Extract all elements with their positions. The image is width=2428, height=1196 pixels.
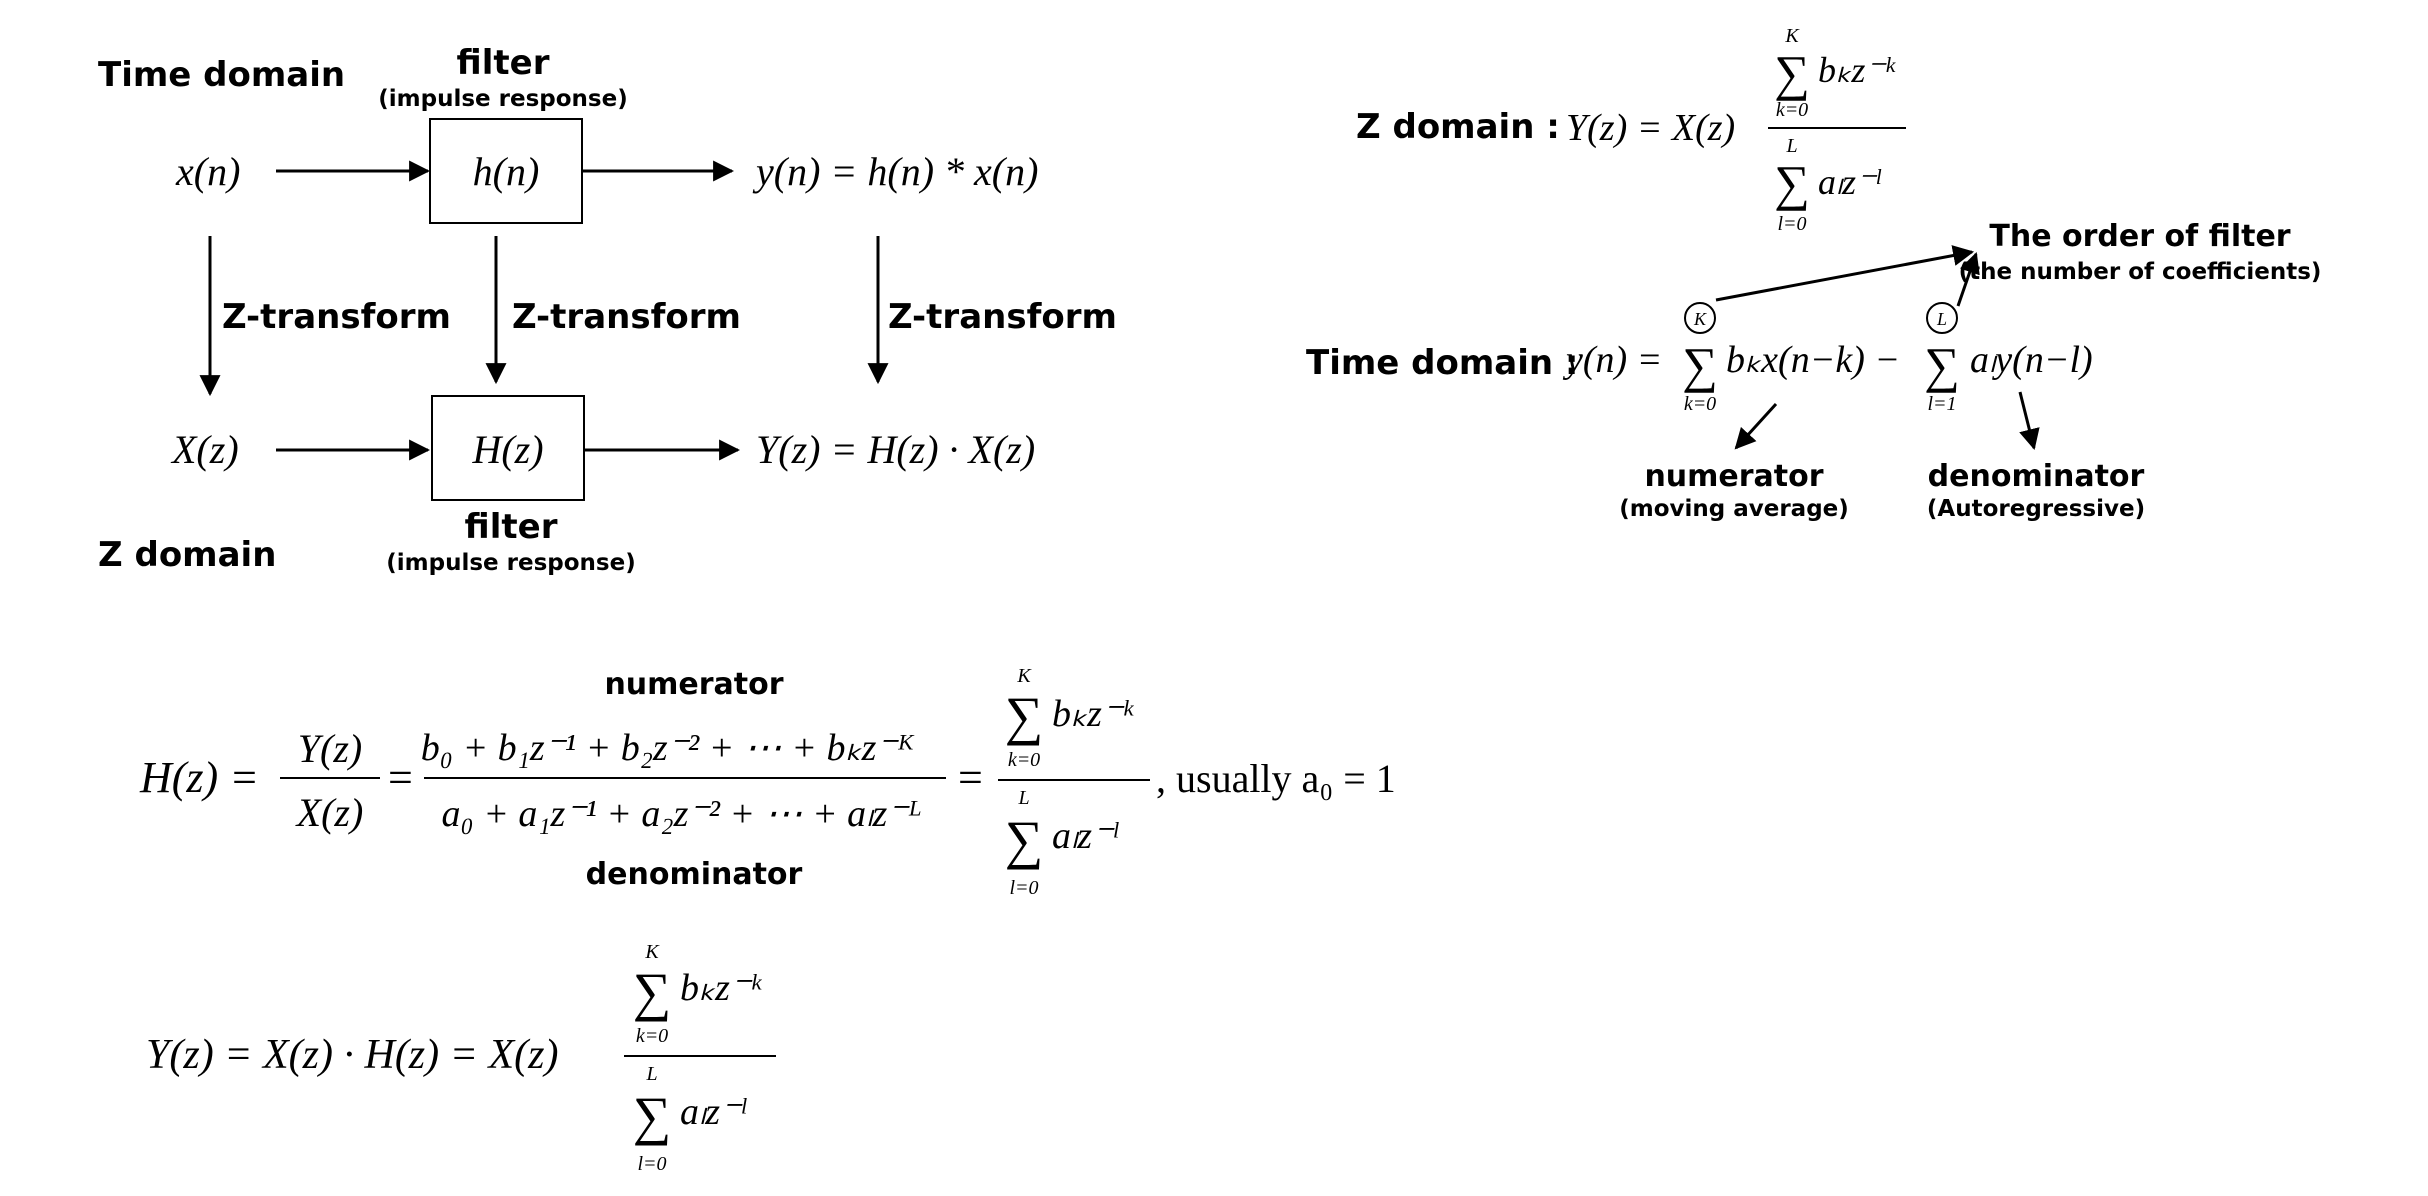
numerator-label-bottom: numerator: [604, 667, 783, 702]
yz-frac-den-term: aₗz⁻ˡ: [680, 1091, 747, 1133]
hz-lhs: H(z) =: [139, 753, 259, 802]
yz-frac-l0: l=0: [637, 1153, 666, 1175]
hz-frac3-den-term: aₗz⁻ˡ: [1052, 815, 1119, 857]
time-domain-label: Time domain: [98, 55, 345, 95]
time-domain-colon-label: Time domain :: [1306, 343, 1579, 383]
zdomain-num-k0: k=0: [1776, 99, 1808, 121]
zdomain-den-l0: l=0: [1777, 213, 1806, 235]
filter-label-top: filter: [457, 43, 550, 83]
yz-frac-L: L: [645, 1063, 657, 1085]
hz-frac3-num-term: bₖz⁻ᵏ: [1052, 693, 1134, 735]
td-sum2-l1: l=1: [1927, 393, 1956, 415]
impulse-response-label-bottom: (impulse response): [386, 550, 635, 576]
td-sum1-k0: k=0: [1684, 393, 1716, 415]
usually-a0-equals-1: , usually a₀ = 1: [1156, 756, 1396, 801]
ztransform-label-2: Z-transform: [512, 297, 741, 337]
hz-denominator-poly: a₀ + a₁z⁻¹ + a₂z⁻² + ⋯ + aₗz⁻ᴸ: [441, 793, 922, 835]
yz-lhs: Y(z) = X(z) · H(z) = X(z): [146, 1032, 558, 1078]
numerator-label-right: numerator: [1644, 459, 1823, 494]
td-lhs: y(n) =: [1562, 339, 1662, 381]
z-domain-colon-label: Z domain :: [1356, 107, 1560, 147]
hz-frac3-K: K: [1016, 665, 1032, 687]
hz-frac3-den-sigma: ∑: [1005, 810, 1044, 870]
L-circle: [1926, 302, 1958, 334]
denominator-label-right: denominator: [1928, 459, 2145, 494]
zdomain-den-sigma: ∑: [1774, 155, 1810, 211]
zdomain-den-L: L: [1785, 135, 1797, 157]
hz-frac3-num-sigma: ∑: [1005, 686, 1044, 746]
ztransform-label-3: Z-transform: [888, 297, 1117, 337]
denominator-label-bottom: denominator: [586, 857, 803, 892]
td-term2: aₗy(n−l): [1970, 339, 2093, 381]
arrow-K-to-order: [1715, 245, 1975, 302]
impulse-response-label-top: (impulse response): [378, 86, 627, 112]
hz-frac1-num: Y(z): [298, 726, 362, 771]
arrow-to-numerator: [1734, 402, 1778, 450]
x-of-n: x(n): [175, 149, 240, 194]
K-circle: [1684, 302, 1716, 334]
number-of-coefficients-label: (the number of coefficients): [1959, 259, 2322, 285]
ztransform-label-1: Z-transform: [222, 297, 451, 337]
yz-frac-num-term: bₖz⁻ᵏ: [680, 967, 762, 1009]
arrow-to-denominator: [2018, 391, 2040, 451]
yz-frac-den-sigma: ∑: [633, 1086, 672, 1146]
yz-frac-num-sigma: ∑: [633, 962, 672, 1022]
h-of-n: h(n): [473, 149, 540, 194]
z-domain-label: Z domain: [98, 535, 276, 575]
td-term1: bₖx(n−k) −: [1726, 339, 1900, 381]
hz-eq-2: =: [958, 753, 983, 802]
y-convolution: y(n) = h(n) * x(n): [752, 149, 1038, 194]
zdomain-num-sigma: ∑: [1774, 45, 1810, 101]
hz-frac3-L: L: [1017, 787, 1029, 809]
autoregressive-label: (Autoregressive): [1927, 496, 2145, 522]
order-of-filter-label: The order of filter: [1989, 219, 2290, 254]
X-of-z: X(z): [170, 427, 239, 472]
hz-frac1-den: X(z): [295, 790, 364, 835]
yz-frac-K: K: [644, 941, 660, 963]
zdomain-den-term: aₗz⁻ˡ: [1818, 162, 1882, 202]
td-sum2-L: L: [1936, 309, 1947, 329]
moving-average-label: (moving average): [1619, 496, 1849, 522]
hz-eq-1: =: [388, 753, 413, 802]
zdomain-num-K: K: [1784, 25, 1800, 47]
hz-frac3-k0: k=0: [1008, 749, 1040, 771]
td-sum1-K: K: [1693, 309, 1707, 329]
hz-frac3-l0: l=0: [1009, 877, 1038, 899]
td-sum1-sigma: ∑: [1682, 337, 1718, 393]
yz-frac-k0: k=0: [636, 1025, 668, 1047]
zdomain-equation-lhs: Y(z) = X(z): [1566, 107, 1735, 149]
hz-numerator-poly: b₀ + b₁z⁻¹ + b₂z⁻² + ⋯ + bₖz⁻ᴷ: [421, 727, 915, 769]
filter-label-bottom: filter: [465, 507, 558, 547]
arrow-L-to-order: [1956, 252, 1980, 307]
Y-product: Y(z) = H(z) · X(z): [756, 427, 1035, 472]
td-sum2-sigma: ∑: [1924, 337, 1960, 393]
zdomain-num-term: bₖz⁻ᵏ: [1818, 50, 1896, 90]
H-of-z-box: [431, 395, 585, 501]
H-of-z: H(z): [471, 427, 543, 472]
